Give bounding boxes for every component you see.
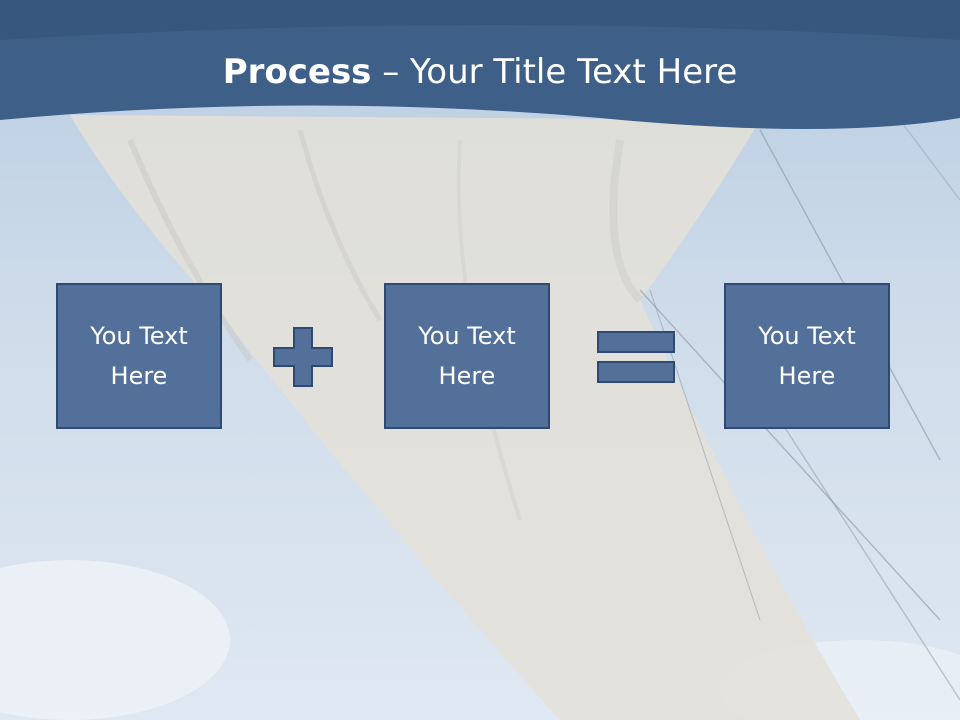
process-box-label: You Text Here [418,322,516,390]
plus-icon [273,327,333,387]
slide-title: Process – Your Title Text Here [0,52,960,92]
process-box-1[interactable]: You Text Here [56,283,222,429]
process-box-2[interactable]: You Text Here [384,283,550,429]
title-rest: – Your Title Text Here [371,52,738,92]
process-box-3[interactable]: You Text Here [724,283,890,429]
title-bold: Process [222,52,372,92]
process-box-label: You Text Here [90,322,188,390]
process-box-label: You Text Here [758,322,856,390]
equals-icon [597,331,675,383]
